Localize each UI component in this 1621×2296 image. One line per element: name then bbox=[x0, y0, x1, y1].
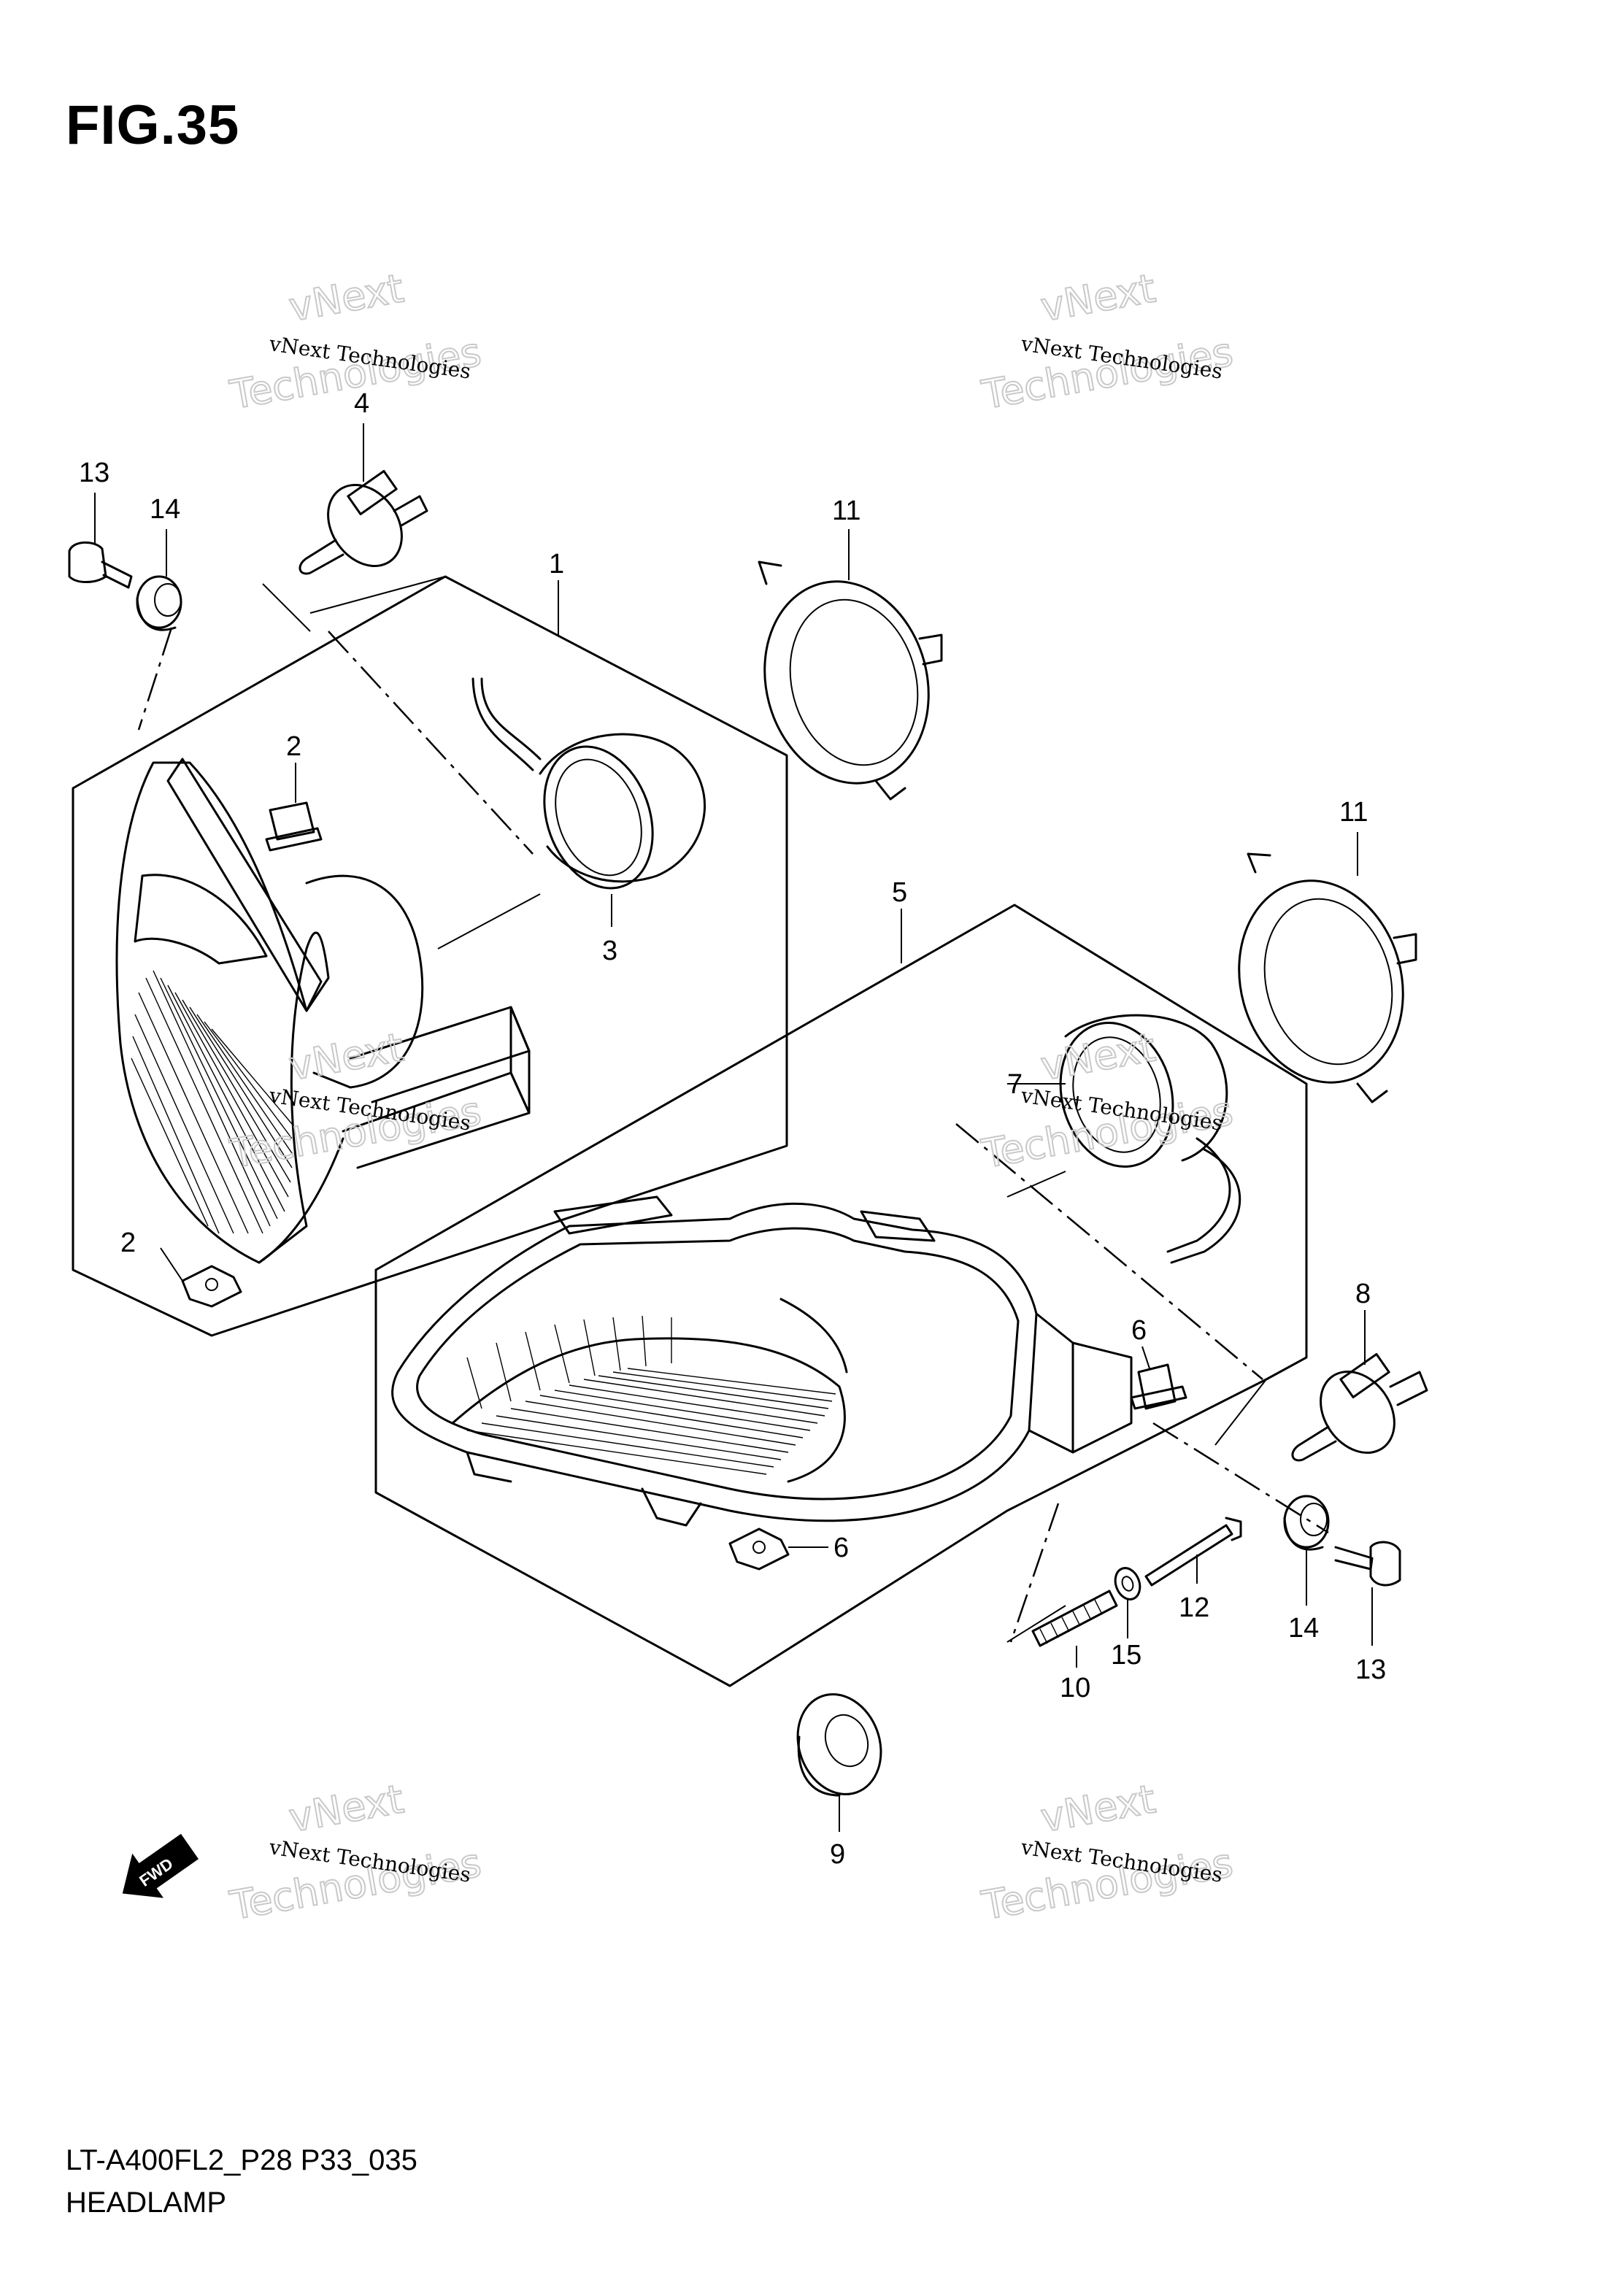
callout-2-lower: 2 bbox=[120, 1228, 136, 1258]
socket-part-7 bbox=[1059, 1014, 1241, 1264]
callout-6-right: 6 bbox=[1131, 1315, 1147, 1346]
svg-text:vNext: vNext bbox=[1037, 1776, 1158, 1841]
retaining-ring-11-right bbox=[1238, 852, 1417, 1103]
watermark-bottom-right: vNext Technologies vNext Technologies bbox=[977, 1775, 1237, 1930]
assembly-1-outline bbox=[72, 575, 788, 1337]
grommet-9 bbox=[796, 1693, 882, 1797]
model-code: LT-A400FL2_P28 P33_035 bbox=[66, 2144, 417, 2176]
svg-text:vNext: vNext bbox=[285, 1024, 407, 1089]
callout-2-upper: 2 bbox=[286, 731, 301, 762]
callout-5: 5 bbox=[892, 877, 907, 908]
assembly-5-outline bbox=[374, 904, 1308, 1687]
leader-lines bbox=[94, 423, 1373, 1832]
svg-text:vNext: vNext bbox=[285, 265, 407, 330]
callout-9: 9 bbox=[830, 1839, 845, 1870]
bulb-part-8 bbox=[1291, 1353, 1428, 1462]
svg-text:vNext: vNext bbox=[285, 1776, 407, 1841]
figure-title: FIG.35 bbox=[66, 94, 240, 156]
watermark-bottom-left: vNext Technologies vNext Technologies bbox=[226, 1775, 485, 1930]
callout-13-right: 13 bbox=[1355, 1654, 1386, 1685]
callout-12: 12 bbox=[1179, 1592, 1209, 1623]
callout-numbers: 13 14 4 1 11 2 3 2 5 11 7 6 8 6 12 14 13… bbox=[79, 388, 1386, 1870]
headlamp-housing-right bbox=[391, 1195, 1133, 1527]
callout-6-lower: 6 bbox=[833, 1533, 849, 1563]
screw-13-top bbox=[68, 541, 133, 589]
section-name: HEADLAMP bbox=[66, 2187, 227, 2219]
clip-6-right bbox=[1130, 1363, 1187, 1410]
svg-text:vNext: vNext bbox=[1037, 265, 1158, 330]
callout-14-top: 14 bbox=[150, 494, 180, 525]
retaining-ring-11-top bbox=[758, 560, 943, 801]
adjuster-bolt-12 bbox=[1144, 1517, 1242, 1587]
grommet-14-right bbox=[1283, 1495, 1330, 1551]
spring-10 bbox=[1031, 1590, 1118, 1647]
clip-6-lower bbox=[728, 1528, 790, 1571]
callout-13-top: 13 bbox=[79, 458, 109, 488]
grommet-14-top bbox=[136, 575, 182, 631]
watermark-top-right: vNext Technologies vNext Technologies bbox=[977, 264, 1237, 419]
callout-10: 10 bbox=[1060, 1673, 1090, 1703]
watermark-mid-left: vNext Technologies vNext Technologies bbox=[226, 1023, 485, 1178]
headlamp-housing-left bbox=[115, 758, 531, 1264]
watermark-top-left: vNext Technologies vNext Technologies bbox=[226, 264, 485, 419]
callout-1: 1 bbox=[549, 549, 564, 579]
socket-part-3 bbox=[471, 677, 706, 890]
clip-2-upper bbox=[265, 801, 323, 852]
callout-7: 7 bbox=[1007, 1069, 1023, 1100]
callout-11-right: 11 bbox=[1339, 797, 1368, 828]
callout-11-top: 11 bbox=[832, 496, 860, 526]
watermark-mid-right: vNext Technologies vNext Technologies bbox=[977, 1023, 1237, 1178]
fwd-arrow-icon: FWD bbox=[122, 1833, 199, 1898]
washer-15 bbox=[1114, 1567, 1141, 1600]
callout-4: 4 bbox=[354, 388, 369, 419]
callout-8: 8 bbox=[1355, 1279, 1371, 1309]
alignment-lines bbox=[137, 627, 1329, 1643]
callout-3: 3 bbox=[602, 936, 617, 966]
screw-13-right bbox=[1334, 1541, 1401, 1587]
clip-2-lower bbox=[181, 1265, 242, 1308]
svg-text:vNext: vNext bbox=[1037, 1024, 1158, 1089]
callout-14-right: 14 bbox=[1288, 1613, 1319, 1644]
callout-15: 15 bbox=[1111, 1640, 1141, 1671]
bulb-part-4 bbox=[299, 470, 428, 575]
